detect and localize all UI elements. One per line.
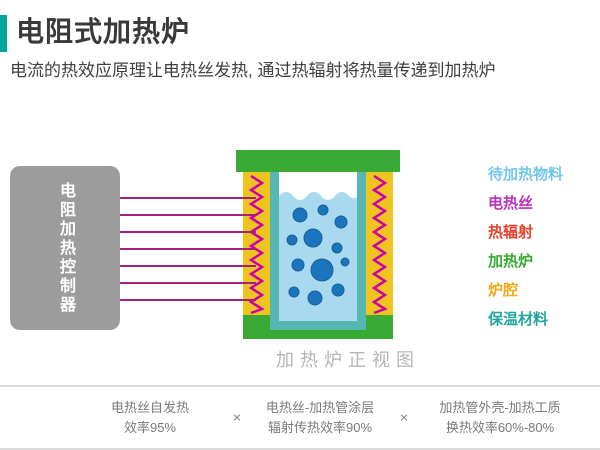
legend-item-chamber: 炉腔 bbox=[488, 282, 519, 299]
efficiency-item-line1: 电热丝-加热管涂层 bbox=[265, 399, 375, 415]
title-accent-bar bbox=[0, 15, 7, 52]
bubble bbox=[288, 286, 300, 298]
efficiency-item-3: 加热管外壳-加热工质 换热效率60%-80% bbox=[439, 397, 560, 437]
diagram-caption: 加热炉正视图 bbox=[276, 350, 420, 370]
heating-wire-left-zigzag bbox=[248, 174, 265, 315]
legend-item-heating-wire: 电热丝 bbox=[488, 195, 534, 212]
efficiency-item-line1: 加热管外壳-加热工质 bbox=[439, 399, 561, 415]
bubble bbox=[334, 215, 348, 229]
bubble bbox=[331, 242, 343, 254]
legend-item-insulation: 保温材料 bbox=[488, 311, 549, 328]
page-title: 电阻式加热炉 bbox=[16, 16, 191, 47]
efficiency-item-1: 电热丝自发热 效率95% bbox=[111, 397, 189, 437]
bubble bbox=[317, 204, 329, 216]
bubble bbox=[291, 258, 305, 272]
liquid bbox=[279, 192, 357, 321]
legend-item-heat-radiation: 热辐射 bbox=[488, 224, 534, 241]
bubbles bbox=[286, 204, 350, 306]
subtitle: 电流的热效应原理让电热丝发热, 通过热辐射将热量传递到加热炉 bbox=[10, 61, 496, 80]
efficiency-footer: 电热丝自发热 效率95% × 电热丝-加热管涂层 辐射传热效率90% × 加热管… bbox=[0, 385, 600, 450]
controller-wires bbox=[120, 197, 256, 301]
bubble bbox=[307, 290, 323, 306]
legend: 待加热物料 电热丝 热辐射 加热炉 炉腔 保温材料 bbox=[488, 160, 563, 334]
controller-label: 电阻加热控制器 bbox=[57, 181, 74, 315]
legend-item-furnace: 加热炉 bbox=[488, 253, 534, 270]
efficiency-item-line2: 辐射传热效率90% bbox=[267, 419, 373, 435]
chamber-right bbox=[366, 172, 393, 315]
multiply-sign: × bbox=[232, 409, 242, 426]
insulation-container bbox=[270, 172, 366, 330]
furnace-base bbox=[243, 315, 393, 339]
chamber-left bbox=[243, 172, 270, 315]
bubble bbox=[303, 228, 323, 248]
efficiency-item-2: 电热丝-加热管涂层 辐射传热效率90% bbox=[266, 397, 374, 437]
container-interior bbox=[279, 172, 357, 321]
bubble bbox=[340, 257, 350, 267]
multiply-sign: × bbox=[399, 409, 409, 426]
efficiency-item-line1: 电热丝自发热 bbox=[110, 399, 190, 415]
bubble bbox=[286, 234, 298, 246]
controller-box: 电阻加热控制器 bbox=[10, 166, 120, 330]
bubble bbox=[292, 207, 308, 223]
bubble bbox=[331, 283, 345, 297]
heating-wire-right-zigzag bbox=[371, 174, 388, 315]
efficiency-item-line2: 效率95% bbox=[123, 419, 177, 435]
efficiency-item-line2: 换热效率60%-80% bbox=[445, 419, 555, 435]
furnace-lid bbox=[236, 150, 400, 172]
bubble bbox=[310, 258, 334, 282]
legend-item-material: 待加热物料 bbox=[488, 166, 564, 183]
